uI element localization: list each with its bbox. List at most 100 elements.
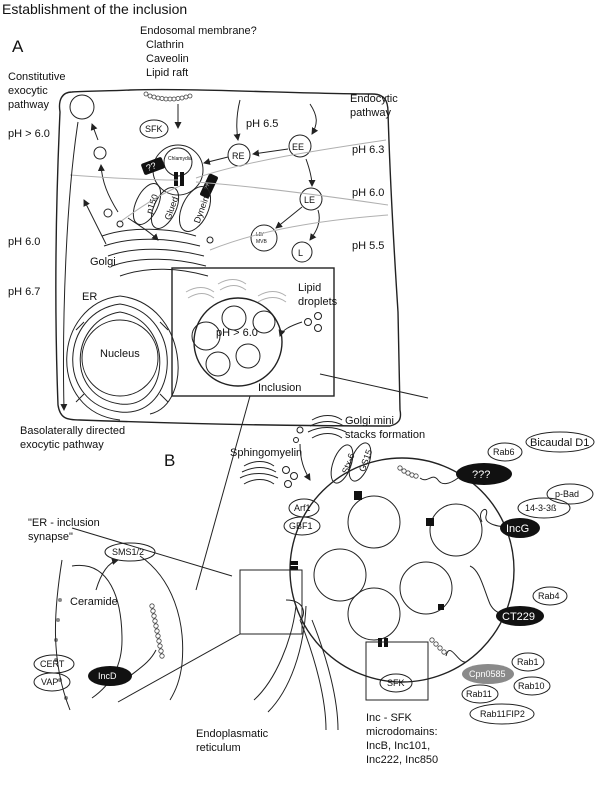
exocytic-vesicle-large [69,94,95,120]
nucleus-label: Nucleus [100,348,140,360]
svg-text:droplets: droplets [298,296,338,308]
inclusion-rb-4 [205,351,231,377]
cell-outline [55,88,402,427]
sfk-microdomain-box [365,641,429,701]
svg-text:exocytic: exocytic [8,85,48,97]
unknown-marker-2 [200,173,218,199]
svg-text:Inc222, Inc850: Inc222, Inc850 [366,754,438,766]
svg-text:Inc - SFK: Inc - SFK [366,712,413,724]
inclusion-label: Inclusion [258,382,301,394]
endosomal-membrane-text: Endosomal membrane? Clathrin Caveolin Li… [140,25,257,79]
exocytic-vesicle-small [103,208,113,218]
ceramide-arrow [95,558,119,591]
ee-to-re-arrow [252,148,289,157]
sfk-marker-a [139,119,169,139]
ph-lysosome: pH 5.5 [352,240,384,252]
svg-text:pathway: pathway [350,107,391,119]
lysosome [291,241,313,263]
ywhab-label: 14-3-3ß [525,503,557,513]
re-to-inclusion-arrow [203,156,229,165]
rab6-label: Rab6 [493,447,515,457]
rab10-label: Rab10 [518,681,545,691]
ph-left-mid: pH 6.0 [8,236,40,248]
golgi-mini-stacks-b [293,415,347,443]
panel-a-label: A [12,37,24,56]
inclusion-membrane-b [289,457,515,683]
svg-text:Endosomal membrane?: Endosomal membrane? [140,25,257,37]
bicaudal-label: Bicaudal D1 [530,437,589,449]
ph-le: pH 6.0 [352,187,384,199]
ywhab-protein [517,497,571,519]
zoom-line-left [195,395,251,591]
inclusion-rb-3 [252,310,276,334]
le-mvb [250,224,278,252]
rab11fip2-protein [469,703,535,725]
constitutive-pathway-text: Constitutive exocytic pathway [8,71,65,111]
gs15-protein [348,442,372,482]
endosomal-membrane-pits [143,91,193,102]
ph-left-top: pH > 6.0 [8,128,50,140]
arf1-label: Arf1 [294,503,311,513]
incd-protein [88,666,132,686]
dynein-label: Dynein [192,195,211,225]
rab10-protein [513,676,551,696]
ct229-protein [496,606,544,626]
er-membranes [66,295,179,421]
exocytic-vesicle-medium [93,146,107,160]
inclusion-membrane [193,297,283,387]
er-label: ER [82,291,97,303]
cpn0585-protein [462,664,514,684]
svg-text:Clathrin: Clathrin [146,39,184,51]
figure-title: Establishment of the inclusion [2,1,187,17]
lipid-droplet-circles [304,312,322,332]
golgi-apparatus [101,220,214,277]
panel-b-label: B [164,451,175,470]
le-label: LE [304,195,315,205]
chlamydia-label: Chlamydia [168,156,192,162]
svg-text:Lipid: Lipid [298,282,321,294]
svg-text:Endocytic: Endocytic [350,93,398,105]
pbad-protein [546,483,594,505]
pbad-label: p-Bad [555,489,579,499]
cpn0585-tail [445,649,467,663]
inclusion-rb-2 [221,305,247,331]
incg-protein [500,518,540,538]
nucleus [81,319,159,397]
incd-label: IncD [98,671,117,681]
inc-pits-zoom [149,603,165,659]
golgi-label: Golgi [90,256,116,268]
dynactin-glued-label: Glued [163,195,181,221]
inc-pits-bottom [429,637,447,655]
golgi-inbound-arrow [127,217,159,241]
svg-text:"ER - inclusion: "ER - inclusion [28,517,100,529]
lipid-droplet-arrow [278,321,303,337]
svg-text:Caveolin: Caveolin [146,53,189,65]
rab11-protein [461,684,499,704]
vap-protein [33,672,71,692]
le-mvb-label-1: LE/ [256,232,264,238]
cpn0585-label: Cpn0585 [469,669,506,679]
vap-label: VAP [41,677,58,687]
er-outer-membrane [54,559,71,711]
chlamydia-body [152,144,204,196]
golgi-mini-stacks-a [185,279,287,303]
lipid-droplets-text: Lipid droplets [298,282,338,308]
unknown-marker-1-label: ?? [145,160,158,173]
rab1-protein [511,652,545,672]
inclusion-rb-5 [235,343,261,369]
er-inclusion-synapse-box [239,569,303,635]
ee-to-le-arrow [305,158,316,187]
svg-text:Basolaterally directed: Basolaterally directed [20,425,125,437]
sms-label: SMS1/2 [112,547,144,557]
endoplasmatic-text: Endoplasmatic reticulum [196,728,269,754]
golgi-mini-stacks-b2 [239,461,298,488]
svg-text:stacks formation: stacks formation [345,429,425,441]
sphingomyelin-arrow [299,443,311,481]
rab11-label: Rab11 [466,689,492,699]
chlamydia-tether-2 [180,172,184,186]
basolateral-arrow [60,121,79,411]
microdomain-text: Inc - SFK microdomains: IncB, Inc101, In… [366,712,438,766]
microtubules [69,139,389,251]
gbf1-label: GBF1 [289,521,313,531]
basolateral-text: Basolaterally directed exocytic pathway [20,425,125,451]
